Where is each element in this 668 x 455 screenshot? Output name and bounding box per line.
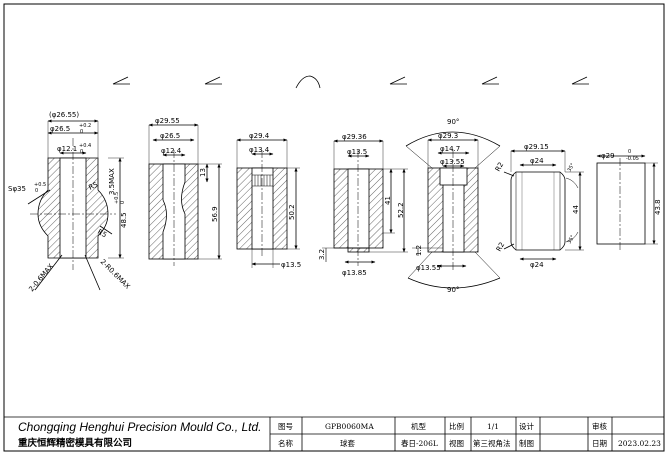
p4-dim: φ13.85	[342, 269, 367, 277]
p1-tol: 0	[120, 201, 126, 204]
scale-label: 比例	[449, 421, 464, 431]
drawing-no-label: 图号	[278, 422, 293, 431]
title-block-text: Chongqing Henghui Precision Mould Co., L…	[18, 420, 661, 449]
p4-dim: φ29.36	[342, 133, 367, 141]
part-2-view	[148, 123, 222, 266]
p2-dim: 56.9	[211, 206, 219, 222]
date-value: 2023.02.23	[618, 439, 661, 448]
p7-dim: 43.8	[654, 199, 662, 215]
view-label: 视图	[449, 438, 464, 448]
p4-dim: φ13.5	[347, 148, 367, 156]
p1-tol: 0	[35, 188, 38, 194]
p1-dim: R5	[87, 181, 99, 192]
p5-dim: 90°	[447, 118, 459, 126]
date-label: 日期	[592, 439, 607, 448]
p6-dim: φ24	[530, 261, 544, 269]
part-5-bottom-arc	[407, 277, 501, 289]
p1-dim: φ12.1	[57, 145, 77, 153]
sheet-frame	[3, 3, 665, 452]
p6-dim: 35°	[567, 162, 577, 173]
part-7-view	[596, 154, 658, 250]
part-6-dimensions: φ29.15 R2 φ24 35° 44 R2 35° φ24	[494, 143, 580, 269]
part-name: 球套	[340, 438, 355, 448]
p6-dim: 44	[572, 205, 580, 214]
part-4-dimensions: φ29.36 φ13.5 41 52.2 3.2 φ13.85	[318, 133, 405, 277]
part-6-outline	[510, 171, 566, 251]
p1-dim: φ26.5	[50, 125, 70, 133]
draw-label: 制图	[519, 438, 534, 448]
p7-tol: 0	[628, 149, 631, 155]
p5-dim: φ13.55	[416, 264, 441, 272]
roughness-icon	[481, 76, 499, 85]
p5-dim: 1.2	[415, 245, 423, 256]
p6-dim: 35°	[567, 234, 577, 245]
part-3-view	[236, 138, 300, 268]
roughness-icon	[112, 76, 130, 85]
p5-dim: 90°	[447, 286, 459, 294]
p1-tol: +0.2	[79, 123, 91, 129]
part-2-dimensions: φ29.55 φ26.5 φ12.4 13 56.9	[155, 117, 219, 222]
p1-dim: 48.5	[120, 212, 128, 228]
review-label: 审核	[592, 421, 607, 431]
roughness-icon	[204, 76, 222, 85]
p1-dim: Sφ35	[8, 185, 26, 193]
p5-dim: φ29.3	[438, 132, 458, 140]
part-3-dimensions: φ29.4 φ13.4 50.2 φ13.5	[249, 132, 301, 269]
p3-dim: φ13.4	[249, 146, 270, 154]
p6-dim: R2	[495, 241, 507, 253]
part-4-view	[322, 139, 408, 266]
machine-label: 机型	[411, 421, 426, 431]
roughness-icon	[571, 76, 589, 85]
p6-dim: φ29.15	[524, 143, 549, 151]
p1-tol: 0	[80, 129, 83, 135]
p5-dim: φ14.7	[440, 145, 460, 153]
part-6-view	[503, 149, 584, 261]
machine-value: 春日-206L	[401, 438, 438, 448]
p2-dim: φ29.55	[155, 117, 180, 125]
drawing-no: GPB0060MA	[325, 422, 374, 431]
part-7-dimensions: φ29 0 -0.05 43.8	[601, 149, 662, 215]
p7-dim: φ29	[601, 152, 615, 160]
title-block	[4, 416, 664, 451]
design-label: 设计	[519, 421, 534, 431]
p3-dim: 50.2	[288, 204, 296, 220]
p4-dim: 52.2	[397, 202, 405, 218]
p1-dim: 2-R0.6MAX	[99, 258, 132, 291]
p1-dim: (φ26.55)	[49, 111, 79, 119]
p1-tol: +0.5	[114, 192, 120, 204]
company-name-cn: 重庆恒辉精密模具有限公司	[18, 437, 132, 449]
roughness-icon	[295, 75, 321, 89]
p3-dim: φ29.4	[249, 132, 270, 140]
p4-dim: 3.2	[318, 249, 326, 260]
company-name-en: Chongqing Henghui Precision Mould Co., L…	[18, 420, 261, 434]
p5-dim: φ13.55	[440, 158, 465, 166]
p1-tol: 0	[80, 149, 83, 155]
p2-dim: φ26.5	[160, 132, 180, 140]
p4-dim: 41	[384, 196, 392, 205]
p7-tol: -0.05	[626, 156, 639, 162]
part-1-view	[27, 119, 124, 291]
p2-dim: φ12.4	[161, 147, 182, 155]
p1-dim: 3.5MAX	[108, 168, 116, 195]
p1-tol: +0.4	[79, 143, 91, 149]
roughness-symbols	[112, 75, 589, 89]
view-value: 第三视角法	[473, 438, 511, 448]
part-5-view	[405, 131, 501, 289]
p1-dim: R5	[96, 228, 108, 240]
p2-dim: 13	[199, 168, 207, 177]
part-5-top-arc	[405, 131, 501, 147]
roughness-icon	[389, 76, 407, 85]
scale-value: 1/1	[487, 422, 499, 431]
part-5-dimensions: 90° φ29.3 φ14.7 φ13.55 1.2 φ13.55 90°	[415, 118, 465, 294]
p6-dim: φ24	[530, 157, 544, 165]
knurl-pattern	[252, 174, 273, 187]
p6-dim: R2	[494, 161, 506, 173]
name-label: 名称	[278, 438, 293, 448]
p1-dim: 2-0.6MAX	[27, 262, 55, 293]
p1-tol: +0.5	[34, 182, 46, 188]
p3-dim: φ13.5	[281, 261, 301, 269]
